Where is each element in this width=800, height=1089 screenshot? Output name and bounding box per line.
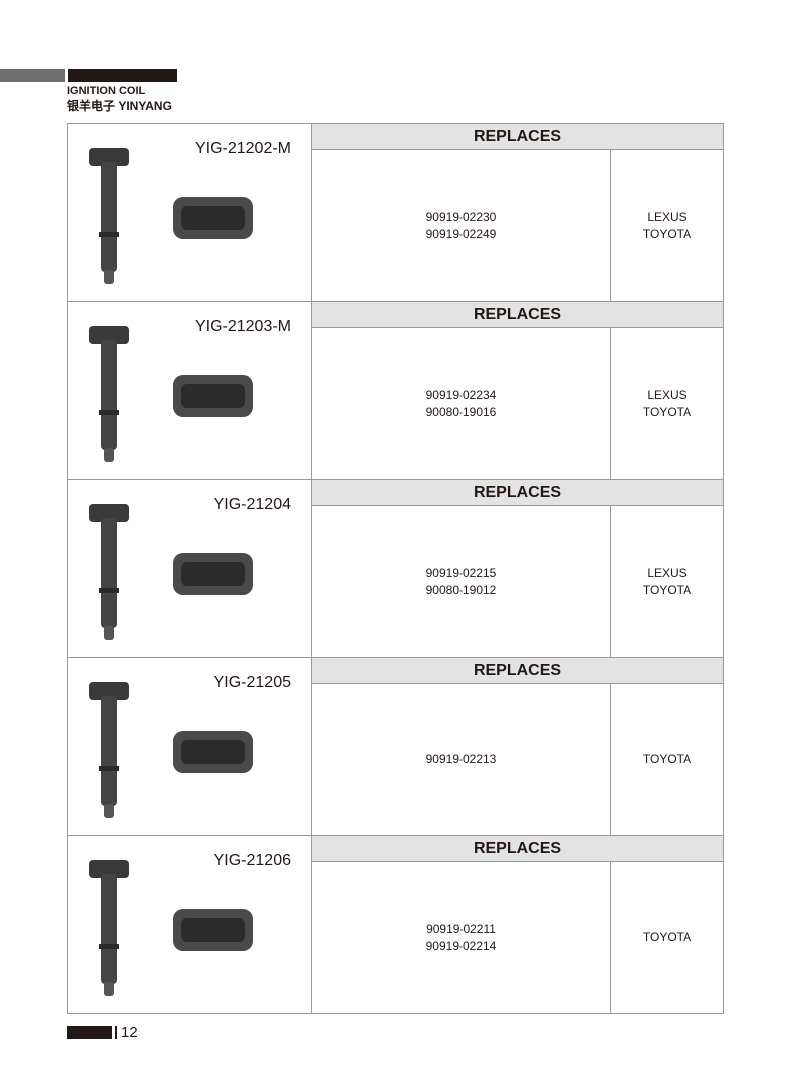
vehicle-brands: LEXUS TOYOTA [611,150,723,301]
vehicle-brand: TOYOTA [642,226,692,241]
part-number: 90919-02213 [425,752,497,766]
part-number: 90919-02249 [425,226,497,241]
vehicle-brands: TOYOTA [611,862,723,1013]
section-title: IGNITION COIL [67,85,146,97]
vehicle-brand: TOYOTA [642,582,692,597]
vehicle-brands: LEXUS TOYOTA [611,506,723,657]
product-cell: YIG-21202-M [68,124,312,301]
product-row: YIG-21203-M REPLACES 90919-02234 90080-19… [68,302,723,480]
oem-part-numbers: 90919-02211 90919-02214 [312,862,611,1013]
part-number: 90919-02215 [425,565,497,580]
oem-part-numbers: 90919-02215 90080-19012 [312,506,611,657]
page-number: 12 [121,1024,138,1041]
vehicle-brands: TOYOTA [611,684,723,835]
vehicle-brand: LEXUS [647,565,687,580]
vehicle-brands: LEXUS TOYOTA [611,328,723,479]
oem-part-numbers: 90919-02213 [312,684,611,835]
footer-divider [115,1026,117,1039]
replaces-header: REPLACES [312,658,723,684]
product-cell: YIG-21204 [68,480,312,657]
vehicle-brand: LEXUS [647,387,687,402]
model-number: YIG-21202-M [194,140,291,157]
product-cell: YIG-21206 [68,836,312,1013]
part-number: 90919-02230 [425,209,497,224]
model-number: YIG-21203-M [194,318,291,335]
replaces-header: REPLACES [312,302,723,328]
product-cell: YIG-21205 [68,658,312,835]
model-number: YIG-21205 [213,674,291,691]
model-number: YIG-21206 [213,852,291,869]
replaces-header: REPLACES [312,480,723,506]
ignition-coil-image [83,132,303,299]
product-row: YIG-21204 REPLACES 90919-02215 90080-1901… [68,480,723,658]
vehicle-brand: TOYOTA [642,930,692,944]
header-bar-dark [68,69,177,82]
oem-part-numbers: 90919-02234 90080-19016 [312,328,611,479]
replaces-header: REPLACES [312,836,723,862]
vehicle-brand: TOYOTA [642,752,692,766]
part-number: 90080-19012 [425,582,497,597]
oem-part-numbers: 90919-02230 90919-02249 [312,150,611,301]
footer-bar [67,1026,112,1039]
ignition-coil-image [83,488,303,655]
model-number: YIG-21204 [213,496,291,513]
part-number: 90080-19016 [425,404,497,419]
vehicle-brand: TOYOTA [642,404,692,419]
part-number: 90919-02234 [425,387,497,402]
part-number: 90919-02214 [425,938,497,953]
replaces-header: REPLACES [312,124,723,150]
product-cell: YIG-21203-M [68,302,312,479]
product-row: YIG-21205 REPLACES 90919-02213 TOYOTA [68,658,723,836]
ignition-coil-image [83,310,303,477]
vehicle-brand: LEXUS [647,209,687,224]
ignition-coil-image [83,666,303,833]
part-number: 90919-02211 [426,921,496,936]
header-bar-gray [0,69,65,82]
ignition-coil-image [83,844,303,1011]
brand-title: 银羊电子 YINYANG [67,99,172,113]
